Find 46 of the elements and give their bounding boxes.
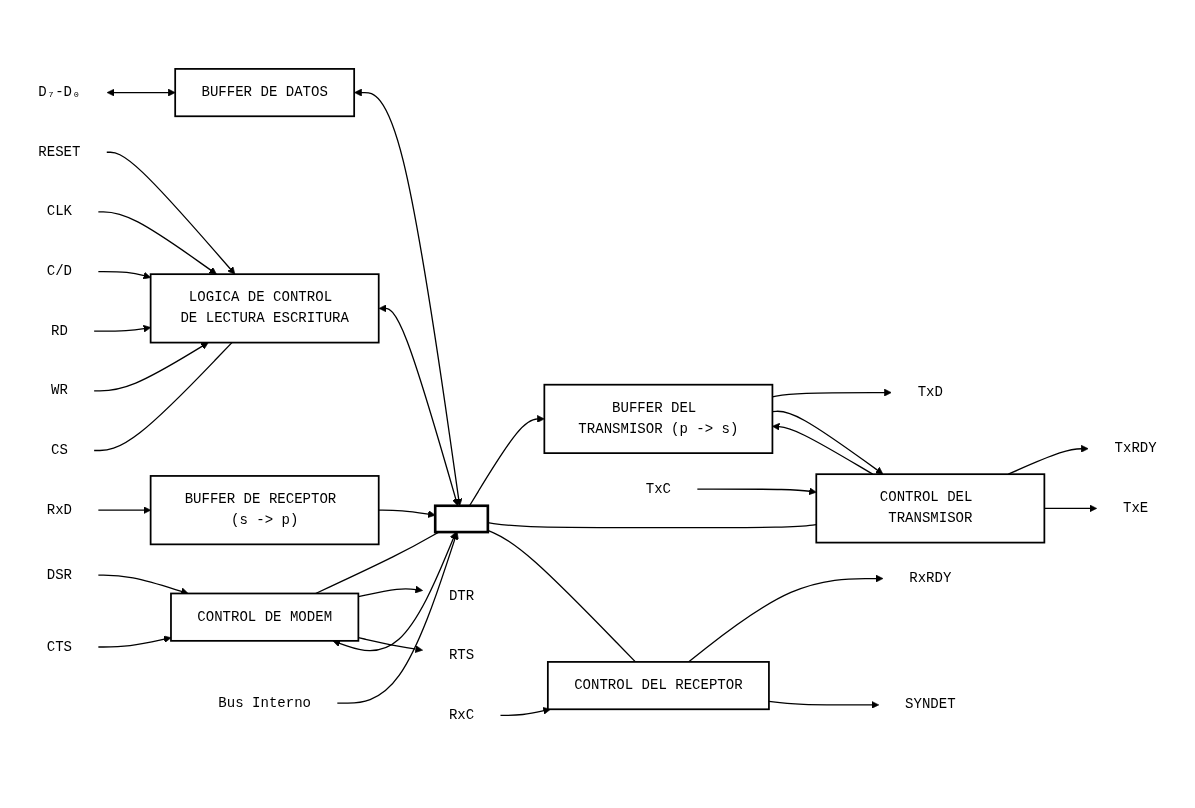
node-text: TxC: [645, 481, 672, 497]
arrow: [97, 270, 151, 280]
arrow: [1007, 444, 1089, 475]
node-text: C/D: [46, 263, 73, 280]
arrow: [499, 707, 551, 717]
node-text: RxC: [448, 707, 475, 724]
arrow: [687, 574, 884, 663]
arrow: [768, 700, 880, 709]
node-text: CLK: [46, 203, 73, 220]
node-text: CTS: [46, 639, 73, 655]
node-box: CONTROL DE MODEM: [170, 592, 360, 642]
arrow: [97, 635, 172, 648]
node-text: RESET: [38, 144, 81, 161]
node-box: CONTROL DEL TRANSMISOR: [815, 473, 1046, 544]
arrow: [772, 422, 874, 475]
node-text: D₇-D₀: [38, 84, 81, 101]
arrow: [93, 342, 209, 392]
node-text: DTR: [448, 588, 475, 605]
node-box: BUFFER DE RECEPTOR (s -> p): [149, 475, 380, 546]
connector: [487, 522, 817, 529]
node-text: Bus Interno: [218, 695, 311, 712]
node-text: WR: [50, 382, 68, 399]
node-text: DSR: [46, 567, 73, 583]
node-text: TxD: [917, 384, 943, 401]
node-box: BUFFER DEL TRANSMISOR (p -> s): [543, 383, 774, 454]
node-box: CONTROL DEL RECEPTOR: [546, 661, 770, 711]
node-text: TxRDY: [1114, 440, 1157, 457]
connector: [93, 341, 233, 452]
arrow: [93, 324, 151, 333]
node-text: RxRDY: [909, 570, 952, 587]
connector: [487, 529, 637, 663]
node-text: RTS: [448, 647, 475, 664]
node-box: BUFFER DE DATOS: [174, 68, 356, 118]
node-text: SYNDET: [905, 696, 956, 713]
arrow: [97, 506, 151, 514]
node-text: CS: [50, 442, 68, 459]
arrow: [378, 509, 436, 518]
node-text: RxD: [46, 502, 73, 519]
node-bar: [433, 504, 490, 534]
arrow: [97, 211, 217, 275]
node-text: RD: [50, 323, 68, 340]
node-text: TxE: [1122, 500, 1149, 517]
arrow: [106, 88, 176, 97]
arrow: [106, 151, 236, 275]
node-box: LOGICA DE CONTROL DE LECTURA ESCRITURA: [149, 273, 380, 344]
arrow: [696, 487, 817, 496]
